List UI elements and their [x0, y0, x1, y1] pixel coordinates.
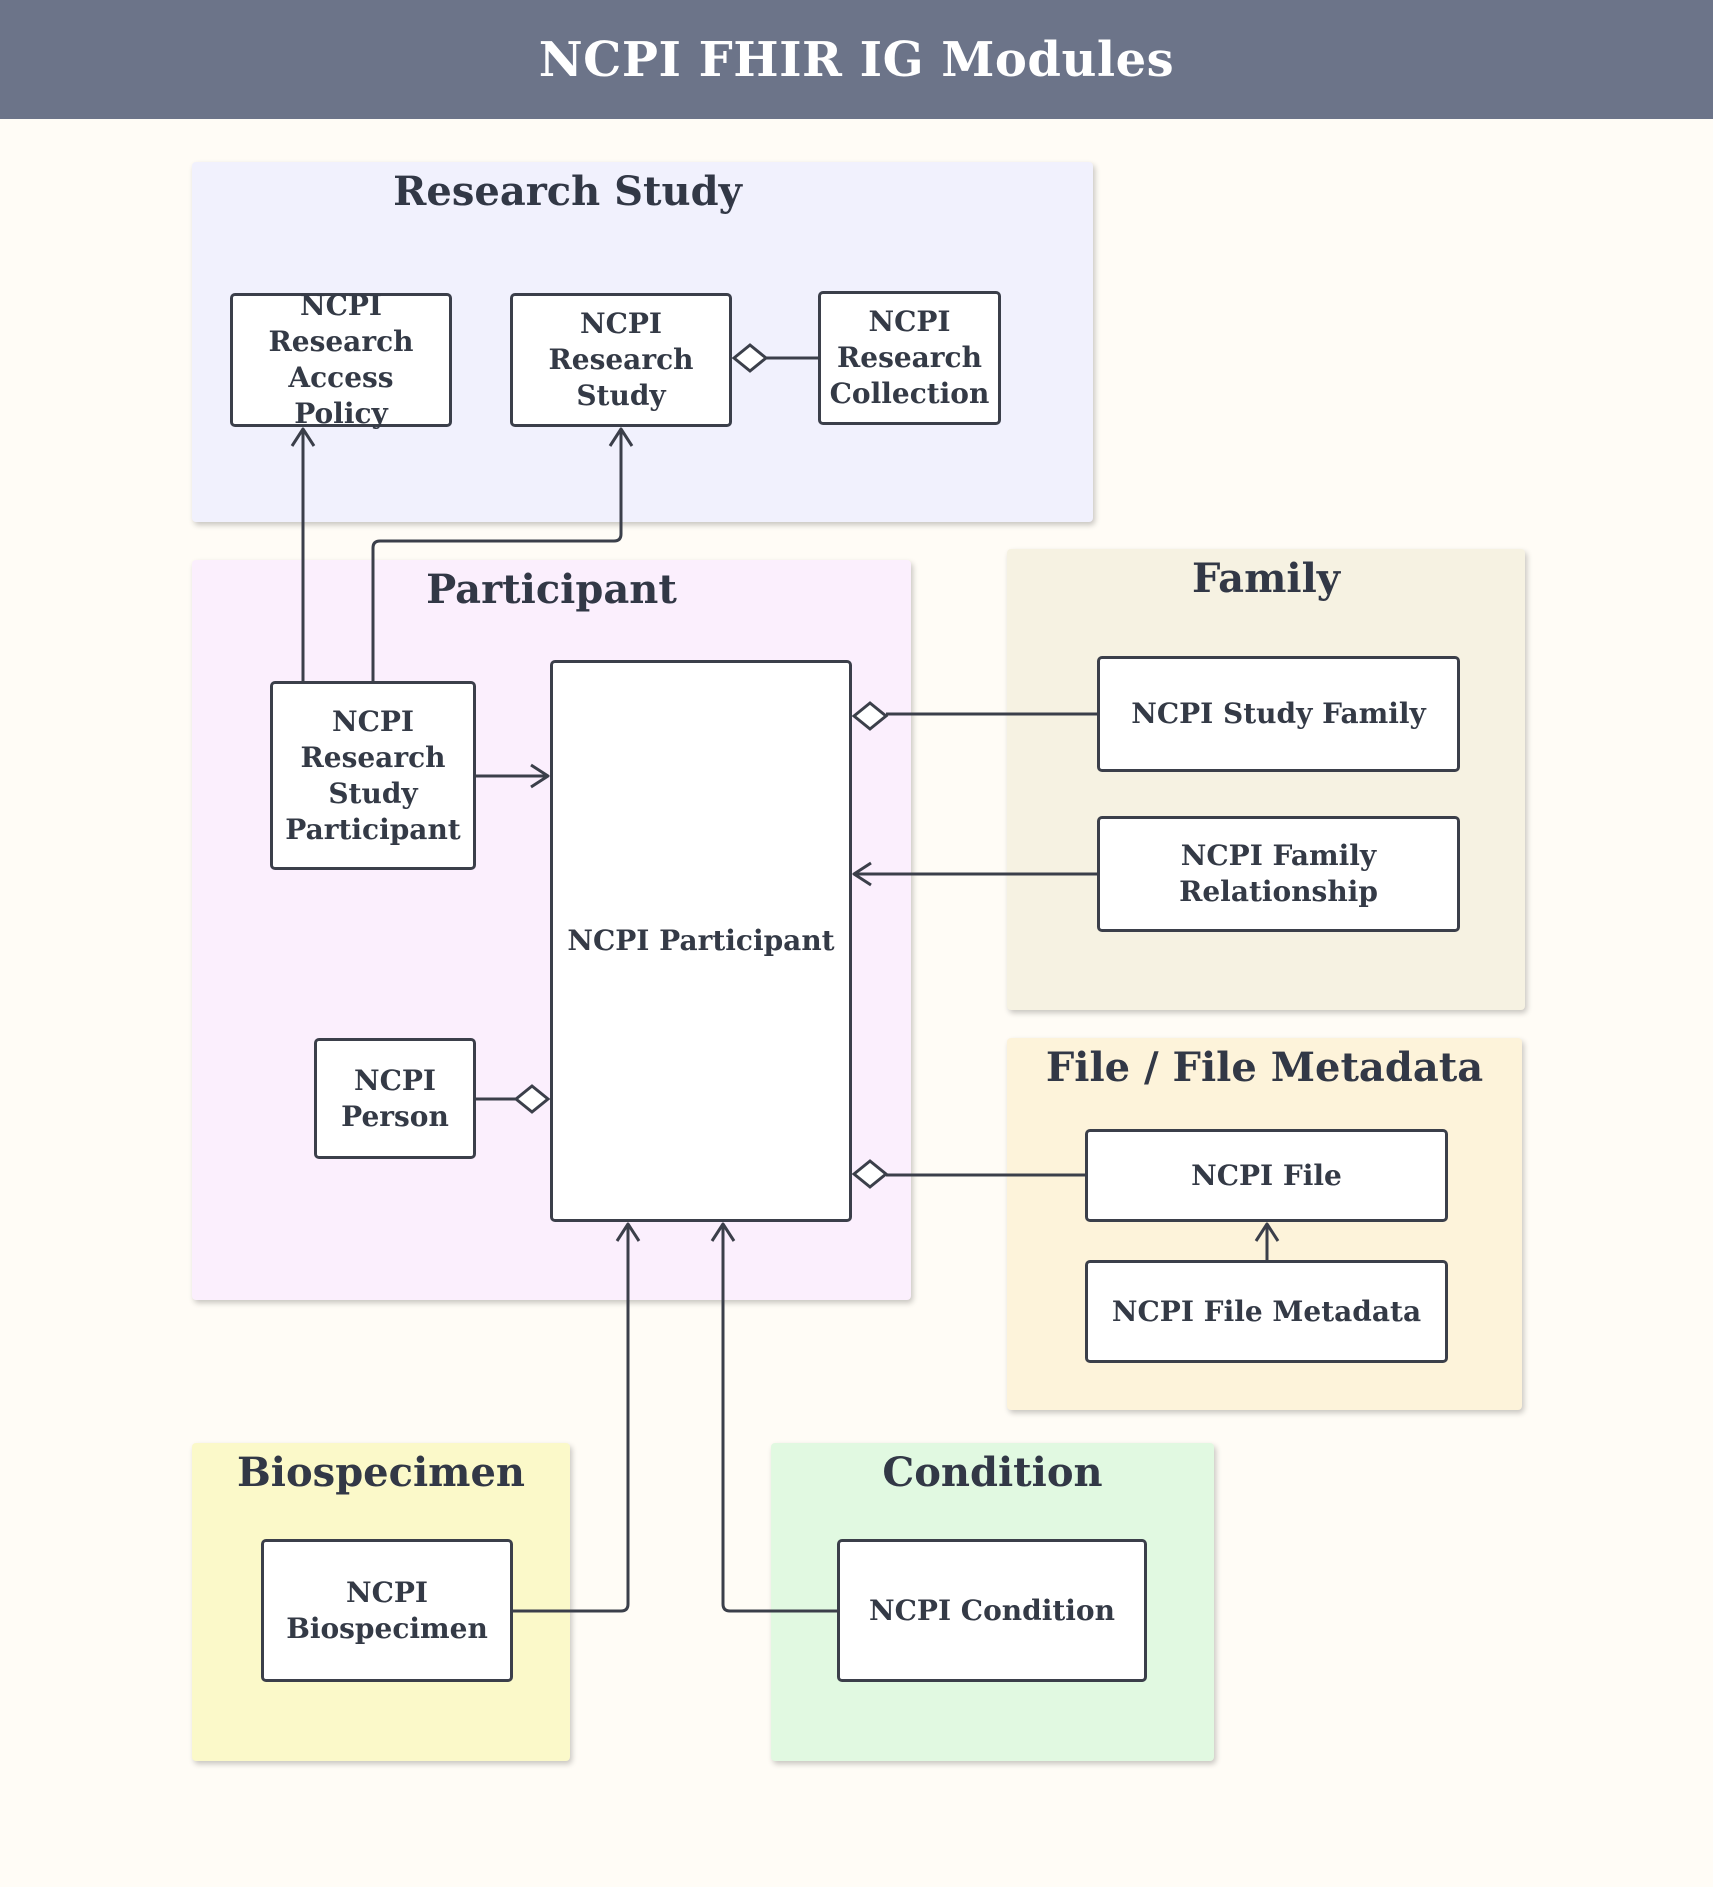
- node-participant[interactable]: NCPI Participant: [550, 660, 852, 1222]
- diagram-title: NCPI FHIR IG Modules: [538, 31, 1175, 88]
- node-family-relationship[interactable]: NCPI Family Relationship: [1097, 816, 1460, 932]
- group-title-biospecimen: Biospecimen: [236, 1449, 526, 1496]
- group-title-research-study: Research Study: [393, 168, 742, 215]
- node-file-metadata[interactable]: NCPI File Metadata: [1085, 1260, 1448, 1363]
- node-study-family[interactable]: NCPI Study Family: [1097, 656, 1460, 772]
- header-bar: NCPI FHIR IG Modules: [0, 0, 1713, 119]
- group-title-family: Family: [1191, 555, 1341, 602]
- group-title-condition: Condition: [882, 1449, 1103, 1496]
- node-person[interactable]: NCPI Person: [314, 1038, 476, 1159]
- node-file[interactable]: NCPI File: [1085, 1129, 1448, 1222]
- node-condition[interactable]: NCPI Condition: [837, 1539, 1147, 1682]
- node-biospecimen[interactable]: NCPI Biospecimen: [261, 1539, 513, 1682]
- node-research-study-participant[interactable]: NCPI Research Study Participant: [270, 681, 476, 870]
- node-research-access-policy[interactable]: NCPI Research Access Policy: [230, 289, 452, 430]
- node-research-collection[interactable]: NCPI Research Collection: [818, 291, 1001, 425]
- group-title-file: File / File Metadata: [1045, 1044, 1484, 1091]
- node-research-study[interactable]: NCPI Research Study: [510, 293, 732, 427]
- group-title-participant: Participant: [426, 566, 677, 613]
- group-family: Family: [1007, 549, 1525, 1010]
